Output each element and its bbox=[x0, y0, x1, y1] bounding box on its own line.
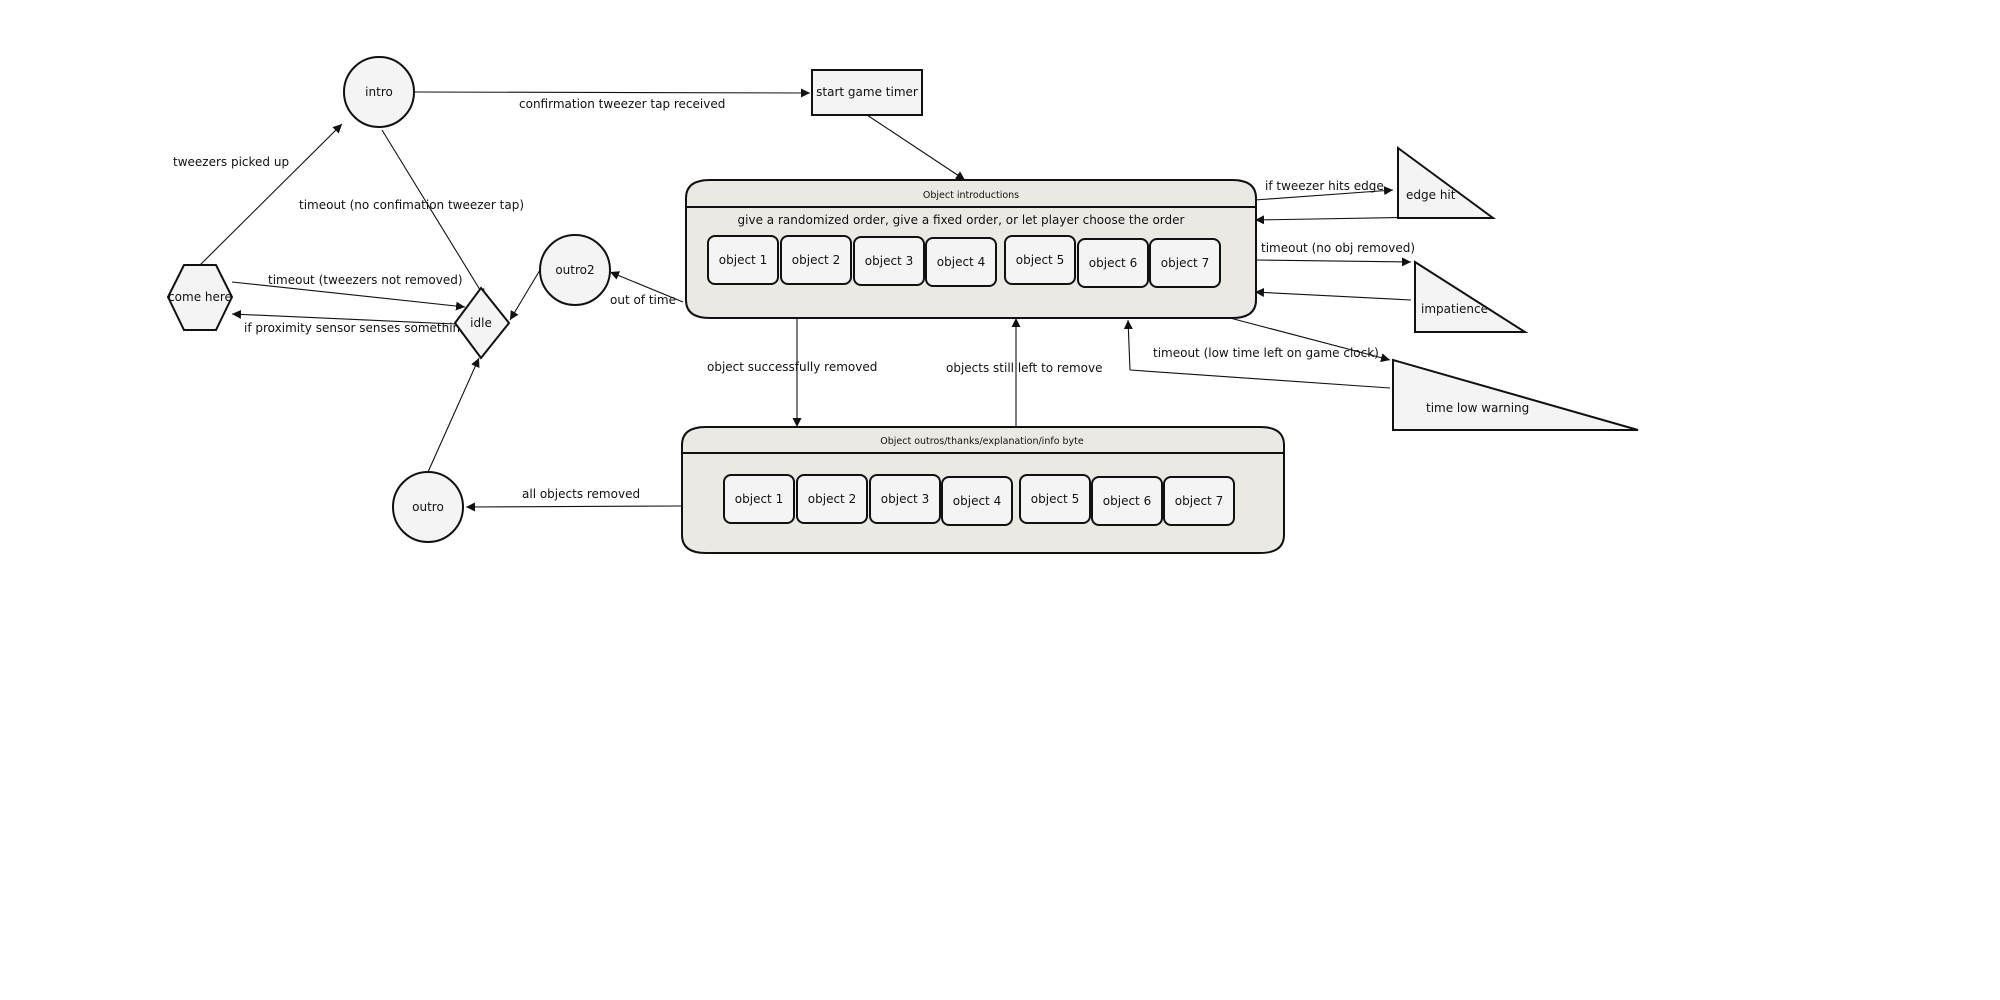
intro-label: intro bbox=[365, 85, 393, 99]
outros-objects: object 1 object 2 object 3 object 4 object 5… bbox=[723, 474, 1235, 526]
outro-label: outro bbox=[412, 500, 444, 514]
edge-time-low-to-intros bbox=[1123, 319, 1133, 371]
outros-title: Object outros/thanks/explanation/info by… bbox=[880, 436, 1084, 447]
edge-intro-to-idle bbox=[381, 129, 486, 299]
label-timeout-low-time: timeout (low time left on game clock) bbox=[1153, 346, 1379, 360]
edge-hit-label: edge hit bbox=[1406, 188, 1456, 202]
label-proximity: if proximity sensor senses something bbox=[244, 321, 468, 335]
object-5-box[interactable]: object 5 bbox=[1019, 474, 1091, 524]
intro-node[interactable]: intro bbox=[343, 56, 415, 128]
label-timeout-no-confirmation: timeout (no confimation tweezer tap) bbox=[299, 198, 524, 212]
object-3-box[interactable]: object 3 bbox=[853, 236, 925, 286]
object-1-label: object 1 bbox=[719, 253, 767, 267]
object-6-label: object 6 bbox=[1089, 256, 1137, 270]
edge-timer-to-intros bbox=[866, 114, 966, 181]
edge-outro2-to-idle bbox=[509, 269, 541, 321]
introductions-objects: object 1 object 2 object 3 object 4 object 5… bbox=[707, 235, 1221, 288]
outro-node[interactable]: outro bbox=[392, 471, 464, 543]
label-objects-left: objects still left to remove bbox=[946, 361, 1103, 375]
label-tweezers-picked-up: tweezers picked up bbox=[173, 155, 289, 169]
edge-outro-to-idle bbox=[427, 357, 480, 473]
edge-come-here-to-intro bbox=[199, 123, 343, 266]
time-low-warning-node[interactable]: time low warning bbox=[1392, 358, 1639, 431]
object-4-label: object 4 bbox=[953, 494, 1001, 508]
object-3-label: object 3 bbox=[881, 492, 929, 506]
edge-time-low-return bbox=[1129, 369, 1391, 389]
edge-intro-to-start-timer bbox=[413, 88, 811, 98]
object-6-label: object 6 bbox=[1103, 494, 1151, 508]
edge-intros-to-time-low bbox=[1229, 317, 1391, 363]
object-5-label: object 5 bbox=[1016, 253, 1064, 267]
label-timeout-tweezers: timeout (tweezers not removed) bbox=[268, 273, 463, 287]
object-4-box[interactable]: object 4 bbox=[925, 237, 997, 287]
object-7-box[interactable]: object 7 bbox=[1163, 476, 1235, 526]
object-2-label: object 2 bbox=[808, 492, 856, 506]
object-introductions-group[interactable]: Object introductions give a randomized o… bbox=[685, 179, 1257, 319]
object-2-box[interactable]: object 2 bbox=[796, 474, 868, 524]
edge-intros-to-edge-hit bbox=[1254, 186, 1394, 201]
time-low-warning-label: time low warning bbox=[1426, 401, 1529, 415]
edge-come-here-to-idle bbox=[231, 281, 466, 311]
object-7-box[interactable]: object 7 bbox=[1149, 238, 1221, 288]
edge-intros-to-outro2 bbox=[609, 271, 684, 303]
outro2-label: outro2 bbox=[555, 263, 594, 277]
start-game-timer-node[interactable]: start game timer bbox=[811, 69, 923, 116]
start-game-timer-label: start game timer bbox=[816, 85, 918, 99]
edge-hit-node[interactable]: edge hit bbox=[1397, 146, 1497, 219]
object-6-box[interactable]: object 6 bbox=[1077, 238, 1149, 288]
label-out-of-time: out of time bbox=[610, 293, 676, 307]
object-5-label: object 5 bbox=[1031, 492, 1079, 506]
object-1-label: object 1 bbox=[735, 492, 783, 506]
object-5-box[interactable]: object 5 bbox=[1004, 235, 1076, 285]
label-confirmation: confirmation tweezer tap received bbox=[519, 97, 725, 111]
idle-node[interactable]: idle bbox=[453, 286, 511, 360]
edge-intros-to-impatience bbox=[1254, 257, 1412, 267]
object-7-label: object 7 bbox=[1175, 494, 1223, 508]
edge-idle-to-come-here bbox=[231, 309, 456, 325]
label-all-removed: all objects removed bbox=[522, 487, 640, 501]
come-here-label: come here bbox=[168, 290, 232, 304]
object-3-label: object 3 bbox=[865, 254, 913, 268]
object-1-box[interactable]: object 1 bbox=[723, 474, 795, 524]
edge-impatience-to-intros bbox=[1254, 287, 1412, 301]
object-4-box[interactable]: object 4 bbox=[941, 476, 1013, 526]
introductions-subtitle: give a randomized order, give a fixed or… bbox=[738, 213, 1185, 227]
edge-labels: confirmation tweezer tap received tweeze… bbox=[173, 97, 1415, 501]
object-6-box[interactable]: object 6 bbox=[1091, 476, 1163, 526]
impatience-label: impatience bbox=[1421, 302, 1488, 316]
object-outros-group[interactable]: Object outros/thanks/explanation/info by… bbox=[681, 426, 1285, 554]
idle-label: idle bbox=[470, 316, 492, 330]
edge-outros-to-outro bbox=[465, 502, 682, 512]
object-2-label: object 2 bbox=[792, 253, 840, 267]
outro2-node[interactable]: outro2 bbox=[539, 234, 611, 306]
label-tweezer-hits-edge: if tweezer hits edge bbox=[1265, 179, 1384, 193]
object-4-label: object 4 bbox=[937, 255, 985, 269]
introductions-title: Object introductions bbox=[923, 190, 1019, 201]
label-object-removed: object successfully removed bbox=[707, 360, 877, 374]
object-2-box[interactable]: object 2 bbox=[780, 235, 852, 285]
object-1-box[interactable]: object 1 bbox=[707, 235, 779, 285]
object-7-label: object 7 bbox=[1161, 256, 1209, 270]
come-here-node[interactable]: come here bbox=[166, 264, 234, 331]
impatience-node[interactable]: impatience bbox=[1414, 260, 1529, 333]
object-3-box[interactable]: object 3 bbox=[869, 474, 941, 524]
label-timeout-no-obj: timeout (no obj removed) bbox=[1261, 241, 1415, 255]
